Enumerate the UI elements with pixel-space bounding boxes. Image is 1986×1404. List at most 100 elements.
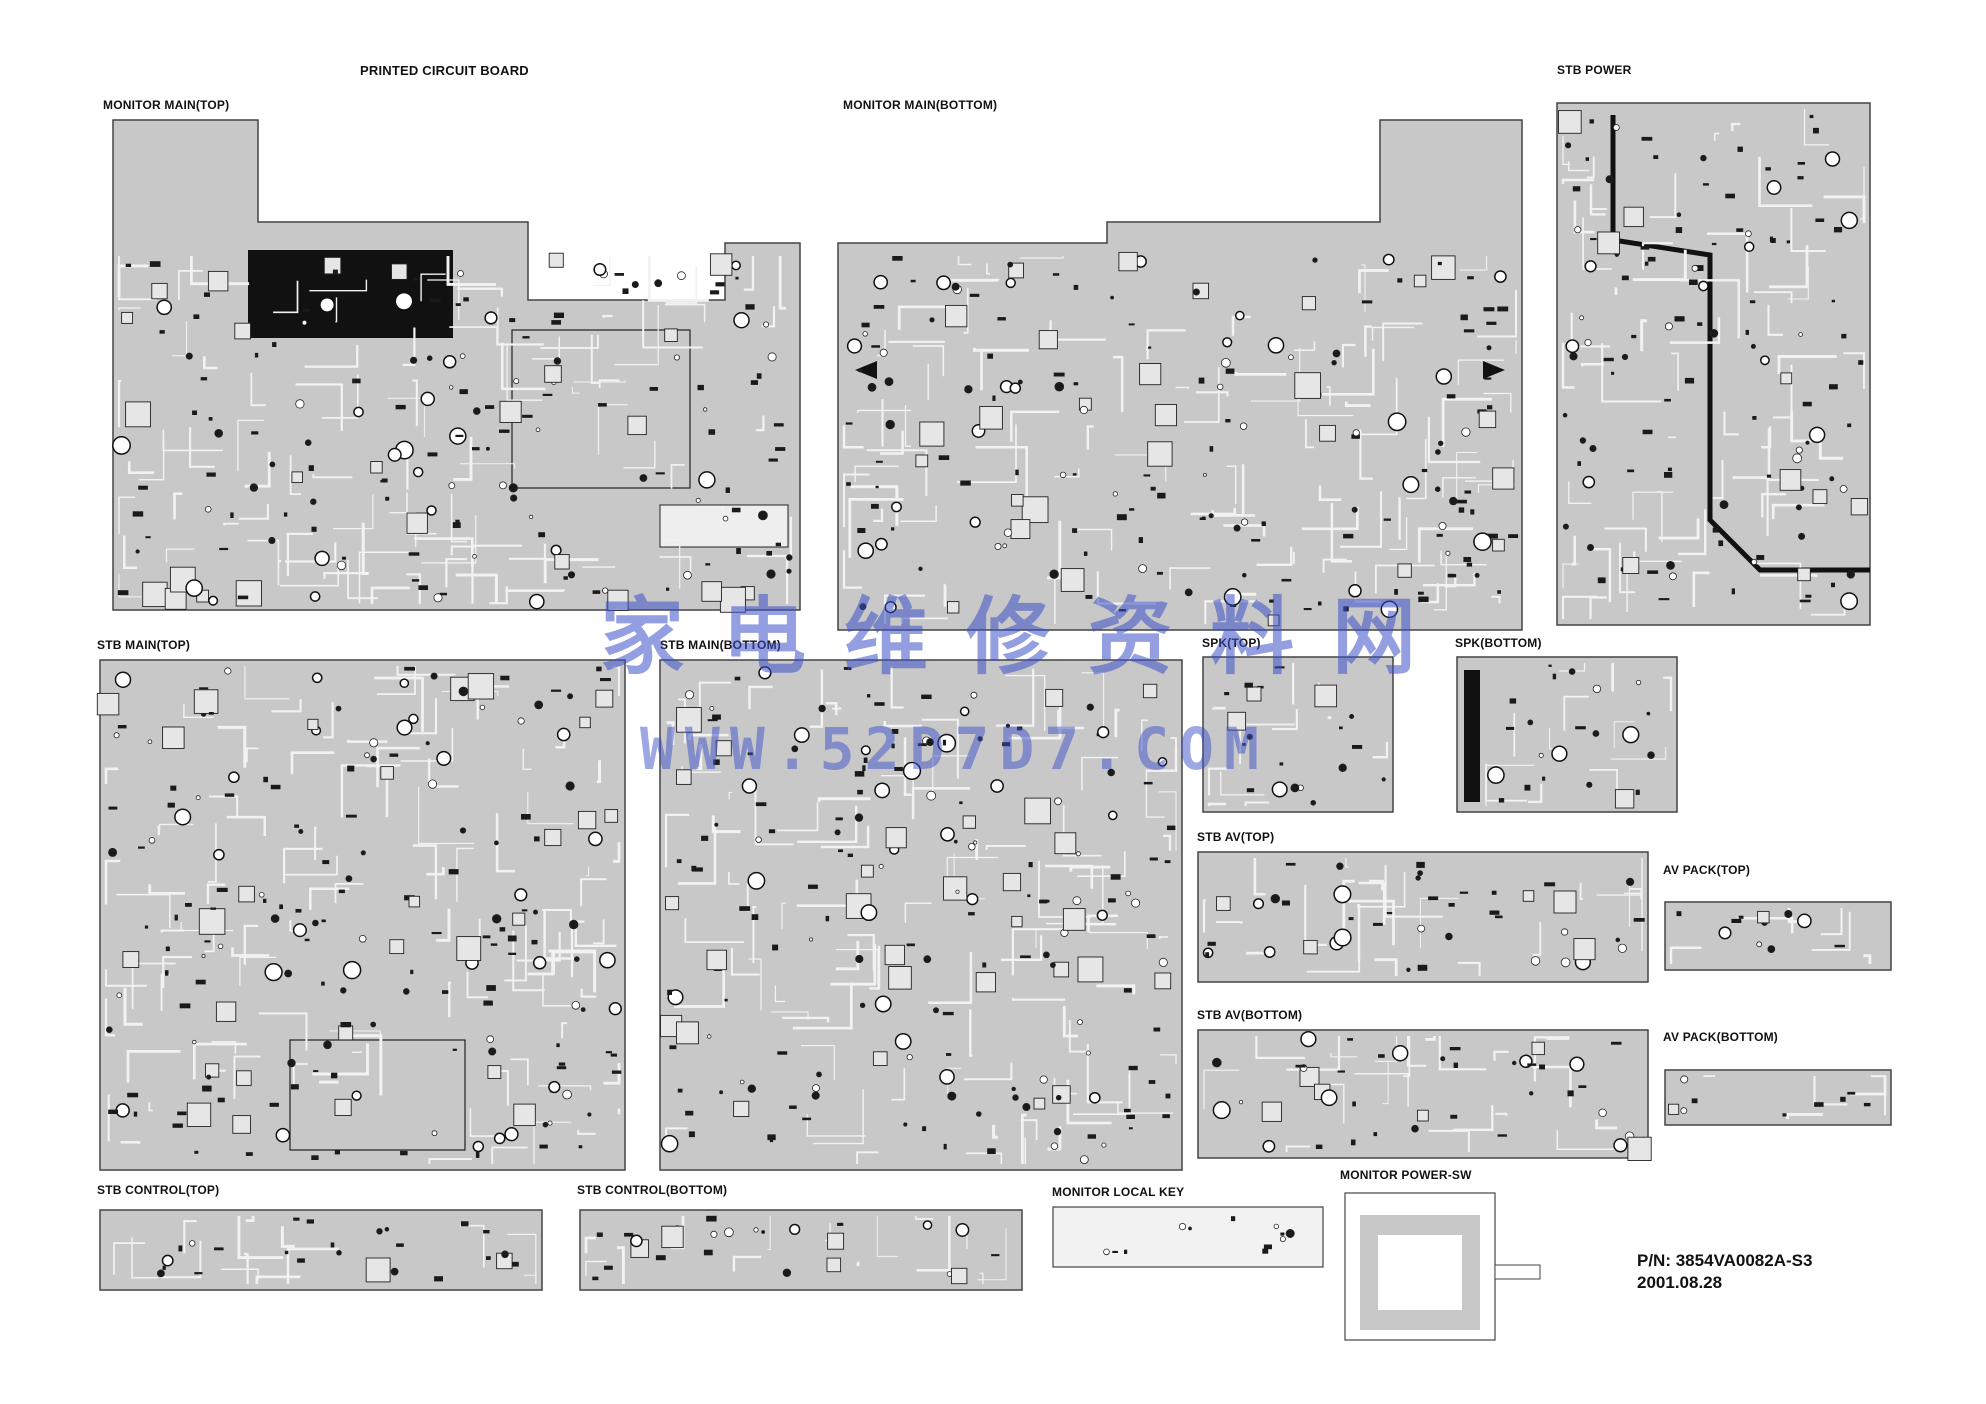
pcb-trace <box>1216 921 1243 924</box>
capacitor-footprint <box>442 355 457 369</box>
ic-footprint <box>215 1001 237 1022</box>
smd-component <box>655 472 665 475</box>
smd-component <box>1352 745 1363 749</box>
smd-component <box>747 752 753 756</box>
pcb-trace <box>322 374 359 419</box>
capacitor-footprint <box>353 406 364 418</box>
pcb-trace <box>813 1089 864 1145</box>
ic-footprint <box>236 1070 252 1086</box>
smd-component <box>1156 571 1163 575</box>
ic-footprint <box>706 949 727 971</box>
pcb-trace <box>1230 464 1245 517</box>
capacitor-footprint <box>114 671 132 688</box>
pcb-trace <box>1668 436 1676 439</box>
pcb-trace <box>806 1114 866 1137</box>
via-pad <box>1795 504 1802 511</box>
via-pad <box>384 1227 390 1232</box>
smd-component <box>1458 507 1465 513</box>
pcb-trace <box>1203 1069 1240 1110</box>
pcb-trace <box>777 802 819 832</box>
smd-component <box>448 869 459 875</box>
smd-component <box>768 829 776 834</box>
pcb-trace <box>921 718 959 779</box>
via-pad <box>1530 956 1541 966</box>
smd-component <box>1416 861 1425 868</box>
smd-component <box>735 276 739 280</box>
pcb-trace <box>1159 936 1168 939</box>
via-pad <box>156 1269 165 1278</box>
pcb-trace <box>975 445 1028 497</box>
pcb-trace <box>427 279 460 320</box>
capacitor-footprint <box>1348 584 1362 598</box>
via-pad <box>1792 453 1803 464</box>
ic-footprint <box>544 365 562 383</box>
smd-component <box>210 907 216 910</box>
capacitor-footprint <box>874 995 892 1013</box>
pcb-trace <box>980 348 986 391</box>
via-pad <box>335 705 342 712</box>
smd-component <box>854 771 865 777</box>
via-pad <box>1050 962 1056 968</box>
capacitor-footprint <box>966 892 979 906</box>
ic-footprint <box>962 815 976 829</box>
capacitor-footprint <box>846 338 863 354</box>
capacitor-footprint <box>1840 211 1859 230</box>
ic-footprint <box>664 328 678 342</box>
ic-footprint <box>595 689 614 708</box>
smd-component <box>1262 1248 1269 1254</box>
pcb-trace <box>1069 865 1111 872</box>
smd-component <box>991 1254 1000 1257</box>
smd-component <box>1437 261 1442 266</box>
pcb-trace <box>448 981 451 1018</box>
pcb-trace <box>118 256 157 301</box>
smd-component <box>1224 692 1230 696</box>
smd-component <box>1840 1096 1846 1102</box>
board-stb-main-top-parts <box>96 666 622 1164</box>
ic-footprint <box>1522 890 1535 902</box>
smd-component <box>943 1143 947 1150</box>
pcb-trace <box>1389 517 1408 551</box>
pcb-trace <box>189 427 215 468</box>
pcb-trace <box>1195 391 1229 397</box>
smd-component <box>655 1255 666 1261</box>
via-pad <box>1527 719 1534 726</box>
smd-component <box>1834 227 1843 233</box>
smd-component <box>775 542 781 547</box>
smd-component <box>340 1022 352 1028</box>
board-stb-power-parts <box>1558 109 1869 619</box>
smd-component <box>1269 599 1274 603</box>
pcb-trace <box>120 1140 141 1144</box>
pcb-trace <box>374 676 424 732</box>
via-pad <box>1745 230 1752 238</box>
pcb-trace <box>1342 879 1355 934</box>
pcb-trace <box>239 504 269 520</box>
pcb-trace <box>1692 571 1710 607</box>
smd-component <box>1463 557 1472 562</box>
pcb-trace <box>113 1242 145 1275</box>
smd-component <box>1085 595 1093 599</box>
smd-component <box>463 297 469 302</box>
smd-component <box>1491 890 1497 895</box>
smd-component <box>195 979 206 985</box>
via-pad <box>1676 212 1682 218</box>
via-pad <box>195 795 201 801</box>
pcb-trace <box>1096 984 1136 995</box>
pcb-trace <box>400 728 454 762</box>
ic-footprint <box>1002 872 1022 892</box>
smd-component <box>486 985 496 991</box>
via-pad <box>1438 522 1447 531</box>
pcb-trace <box>131 1237 158 1279</box>
pcb-trace <box>1198 1213 1243 1237</box>
ic-footprint <box>1779 469 1802 491</box>
smd-component <box>204 940 211 943</box>
pcb-trace <box>613 842 621 863</box>
smd-component <box>847 853 853 857</box>
via-pad <box>1086 703 1094 711</box>
smd-component <box>1124 1108 1131 1113</box>
via-pad <box>786 568 792 574</box>
smd-component <box>614 273 624 276</box>
smd-component <box>857 789 863 795</box>
via-pad <box>1138 564 1147 573</box>
smd-component <box>1674 316 1685 322</box>
via-pad <box>953 839 958 844</box>
